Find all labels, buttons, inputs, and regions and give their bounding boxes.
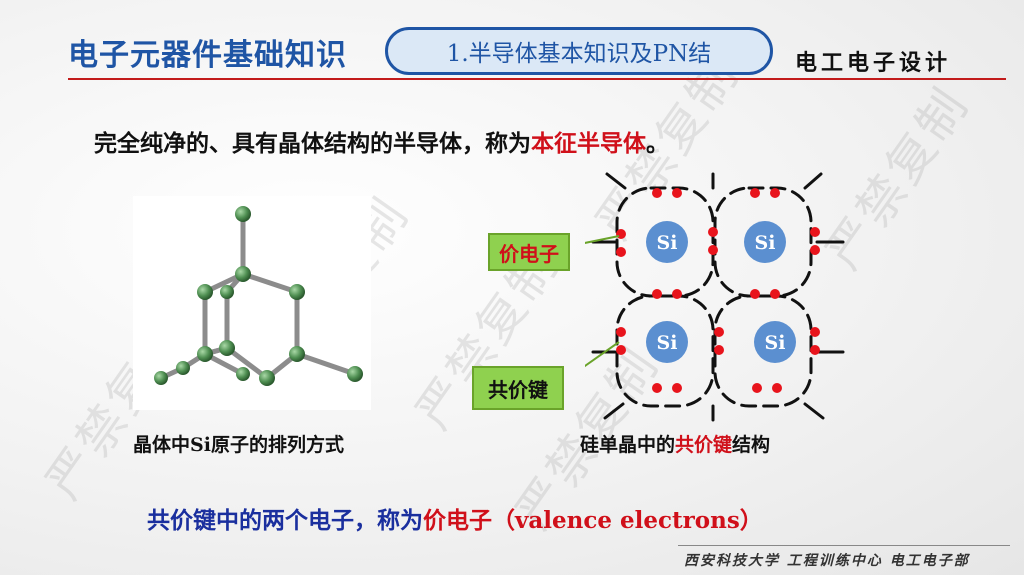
lattice-caption-term: 共价键 (675, 434, 733, 456)
si-atom (646, 321, 688, 363)
footer-divider (678, 545, 1010, 546)
crystal-caption-si: Si (190, 434, 211, 456)
valence-electron-tag: 价电子 (488, 233, 570, 271)
crystal-structure-image (133, 196, 371, 410)
crystal-caption-prefix: 晶体中 (133, 434, 191, 456)
lattice-caption-suffix: 结构 (732, 434, 771, 456)
definition-suffix: 。 (646, 131, 669, 157)
lattice-caption-prefix: 硅单晶中的 (580, 434, 676, 456)
crystal-structure-figure (154, 206, 363, 386)
si-atom-label: Si (755, 232, 776, 254)
crystal-caption: 晶体中Si原子的排列方式 (133, 430, 344, 457)
section-pill: 1.半导体基本知识及PN结 (385, 27, 773, 75)
si-atom (744, 221, 786, 263)
definition-term: 本征半导体 (531, 131, 646, 157)
covalent-bond-lattice: Si Si Si Si (585, 172, 845, 422)
section-title: 1.半导体基本知识及PN结 (446, 41, 712, 67)
bottom-term: 价电子 (423, 508, 492, 534)
course-name: 电工电子设计 (795, 51, 952, 76)
si-atom-label: Si (765, 332, 786, 354)
si-atom-label: Si (657, 332, 678, 354)
covalent-bond-tag: 共价键 (472, 366, 564, 410)
lattice-caption: 硅单晶中的共价键结构 (580, 430, 770, 457)
bottom-prefix: 共价键中的两个电子，称为 (147, 508, 423, 534)
definition-text: 完全纯净的、具有晶体结构的半导体，称为本征半导体。 (94, 124, 669, 158)
header-divider (68, 78, 1006, 80)
si-atom (646, 221, 688, 263)
footer-organization: 西安科技大学 工程训练中心 电工电子部 (684, 553, 970, 569)
crystal-caption-suffix: 原子的排列方式 (210, 434, 344, 456)
si-atom (754, 321, 796, 363)
bottom-english-term: （valence electrons） (492, 507, 763, 534)
slide-header-title: 电子元器件基础知识 (68, 38, 347, 73)
valence-electron-definition: 共价键中的两个电子，称为价电子（valence electrons） (147, 501, 763, 535)
si-atom-label: Si (657, 232, 678, 254)
definition-prefix: 完全纯净的、具有晶体结构的半导体，称为 (94, 131, 531, 157)
